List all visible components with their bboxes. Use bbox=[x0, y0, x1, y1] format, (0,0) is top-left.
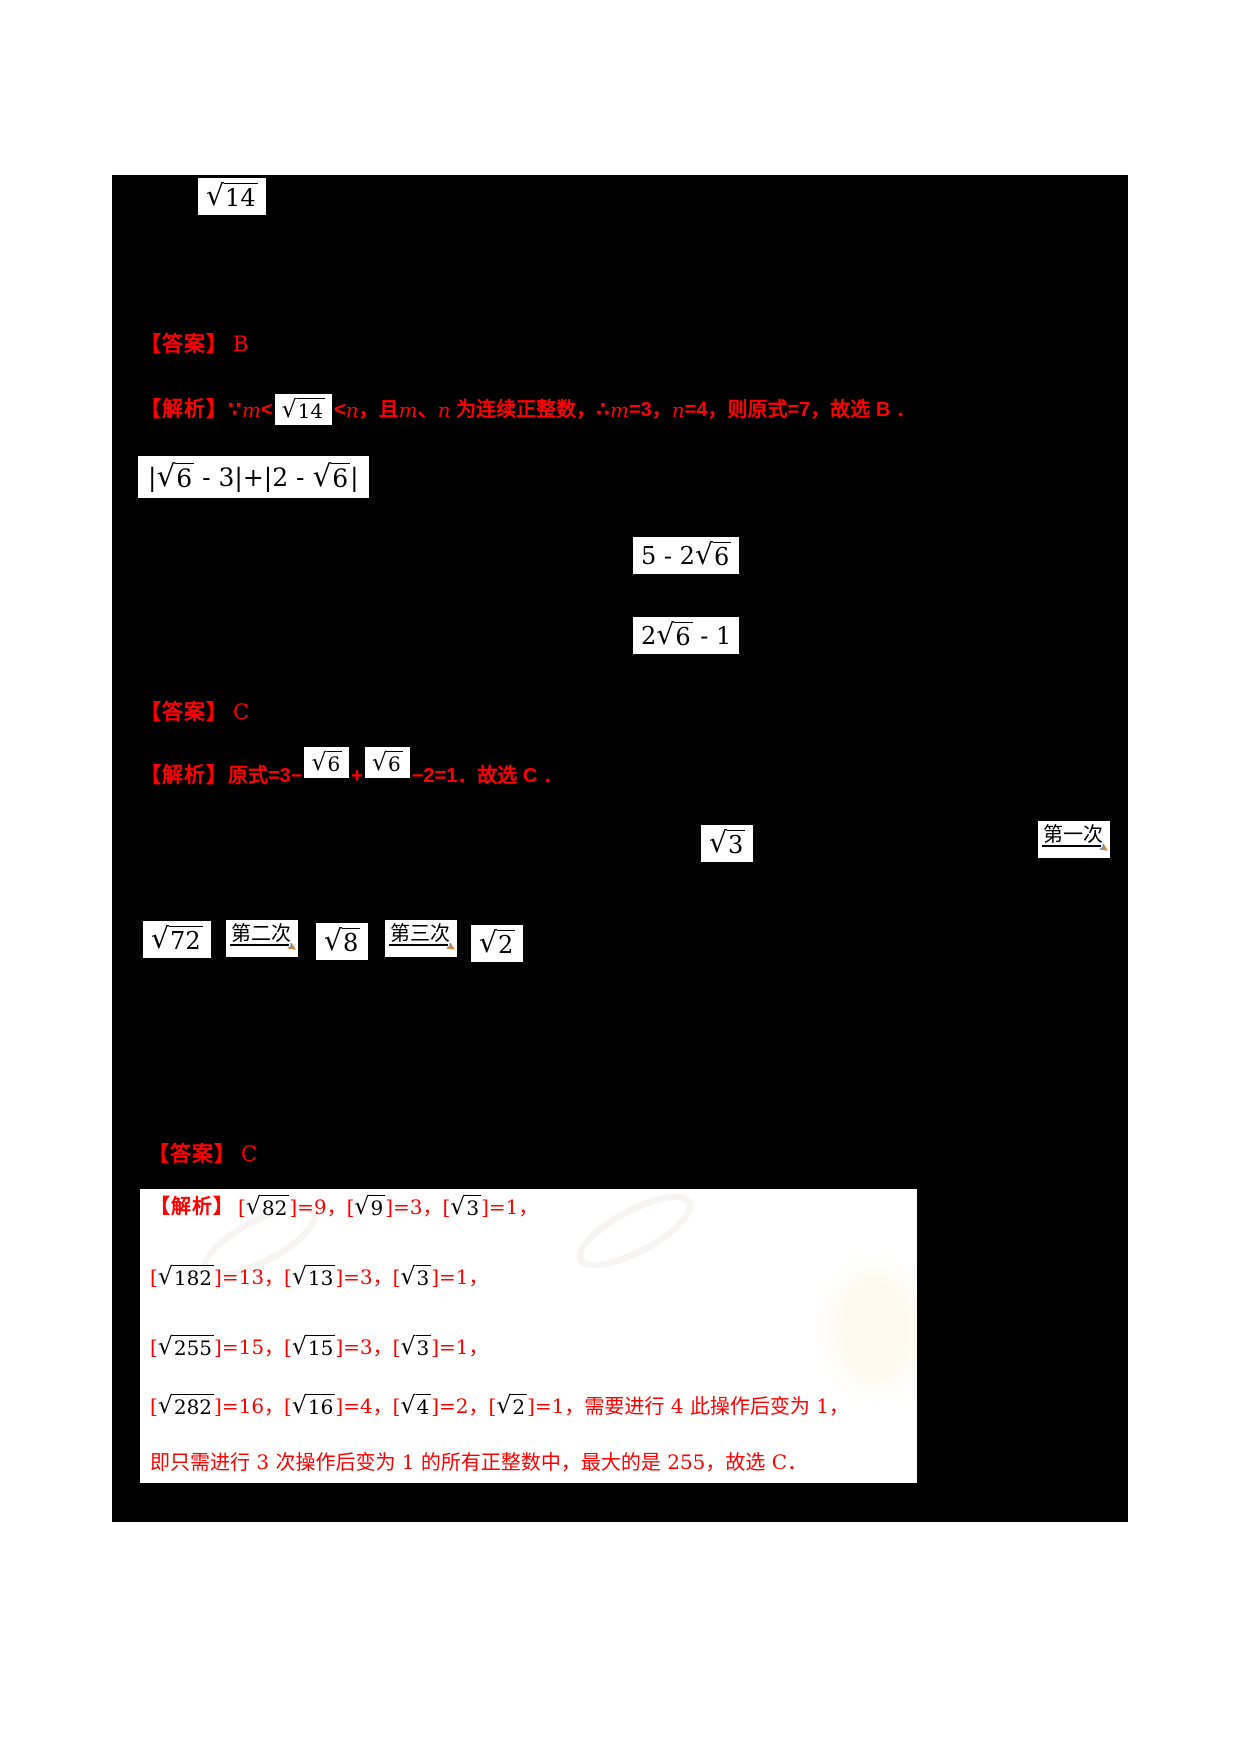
arrow-line bbox=[1042, 845, 1101, 847]
formula-sqrt72: √72 bbox=[143, 921, 211, 958]
solution-text: [√282]=16，[√16]=4，[√4]=2，[√2]=1，需要进行 4 此… bbox=[150, 1391, 849, 1419]
formula-5-minus-2sqrt6: 5 - 2√6 bbox=[633, 537, 740, 574]
arrow-label-second: 第二次 ➤ bbox=[226, 920, 300, 957]
analysis-text: 原式=3−√6+√6−2=1．故选 C ． bbox=[228, 747, 563, 787]
arrow-line bbox=[230, 944, 289, 946]
arrow-label-first: 第一次 ➤ bbox=[1038, 821, 1112, 858]
solution-text: [√255]=15，[√15]=3，[√3]=1， bbox=[150, 1332, 489, 1360]
arrow-label-text: 第二次 bbox=[231, 923, 291, 945]
formula-abs-expression: |√6 - 3|+|2 - √6| bbox=[138, 456, 369, 498]
answer-line-q1: 【答案】B bbox=[140, 331, 248, 358]
arrow-label-third: 第三次 ➤ bbox=[385, 920, 459, 957]
formula-2sqrt6-minus-1: 2√6 - 1 bbox=[633, 617, 740, 654]
solution-box: 【解析】[√82]=9，[√9]=3，[√3]=1， [√182]=13，[√1… bbox=[140, 1189, 917, 1483]
solution-text: [√82]=9，[√9]=3，[√3]=1， bbox=[238, 1192, 539, 1220]
arrow-label-text: 第三次 bbox=[390, 923, 450, 945]
solution-text: [√182]=13，[√13]=3，[√3]=1， bbox=[150, 1262, 489, 1290]
formula-sqrt2: √2 bbox=[471, 925, 524, 962]
answer-line-q2: 【答案】C bbox=[140, 699, 249, 726]
answer-label: 【答案】 bbox=[140, 333, 228, 356]
analysis-line-q2: 【解析】原式=3−√6+√6−2=1．故选 C ． bbox=[140, 747, 563, 791]
watermark bbox=[566, 1189, 704, 1283]
answer-value: C bbox=[241, 1142, 258, 1166]
solution-line-5: 即只需进行 3 次操作后变为 1 的所有正整数中，最大的是 255，故选 C． bbox=[150, 1452, 807, 1472]
solution-text: 即只需进行 3 次操作后变为 1 的所有正整数中，最大的是 255，故选 C． bbox=[150, 1450, 808, 1474]
formula-sqrt8: √8 bbox=[316, 923, 369, 960]
answer-label: 【答案】 bbox=[140, 701, 228, 724]
arrow-label-text: 第一次 bbox=[1043, 824, 1103, 846]
solution-label: 【解析】 bbox=[150, 1195, 234, 1218]
answer-label: 【答案】 bbox=[148, 1143, 236, 1166]
watermark bbox=[830, 1269, 917, 1389]
solution-line-3: [√255]=15，[√15]=3，[√3]=1， bbox=[150, 1332, 489, 1360]
analysis-label: 【解析】 bbox=[140, 397, 228, 421]
solution-line-2: [√182]=13，[√13]=3，[√3]=1， bbox=[150, 1262, 489, 1290]
formula-sqrt3: √3 bbox=[701, 825, 754, 862]
analysis-label: 【解析】 bbox=[140, 763, 228, 787]
arrow-line bbox=[389, 944, 448, 946]
solution-line-4: [√282]=16，[√16]=4，[√4]=2，[√2]=1，需要进行 4 此… bbox=[150, 1391, 849, 1419]
answer-value: B bbox=[233, 332, 249, 356]
answer-line-q3: 【答案】C bbox=[148, 1141, 257, 1168]
formula-sqrt14: √14 bbox=[198, 178, 266, 215]
solution-line-1: 【解析】[√82]=9，[√9]=3，[√3]=1， bbox=[150, 1192, 539, 1220]
answer-value: C bbox=[233, 700, 250, 724]
